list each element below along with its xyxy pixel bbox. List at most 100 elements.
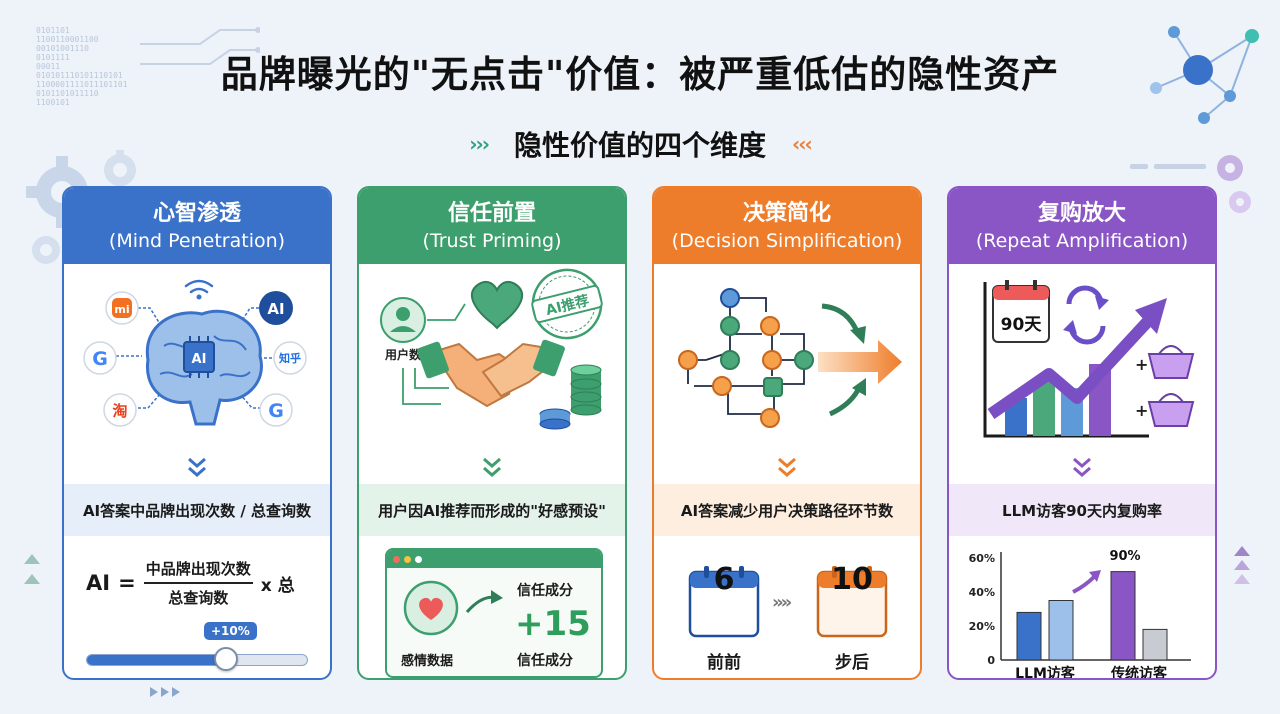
y-tick-label: 20%	[969, 620, 995, 633]
svg-text:AI: AI	[267, 300, 284, 318]
heart-icon	[471, 280, 523, 330]
svg-text:G: G	[92, 348, 108, 370]
chevron-down-icon	[654, 450, 920, 484]
ai-chip-label: AI	[192, 352, 207, 367]
google-logo: G	[83, 341, 117, 375]
formula-lhs: AI	[86, 571, 111, 595]
chevrons-right-icon: ›››	[469, 132, 490, 156]
repurchase-chart: 60% 40% 20% 0 LLM访客 传统访客 90%	[949, 536, 1215, 680]
refresh-icon	[1066, 285, 1106, 345]
card-decision-simplification: 决策简化 (Decision Simplification)	[652, 186, 922, 680]
y-tick-label: 60%	[969, 552, 995, 565]
chart-annotation: 90%	[1109, 549, 1140, 564]
x-category-label: 传统访客	[1110, 665, 1168, 680]
bar	[1142, 628, 1168, 661]
trust-panel: 感情数据 信任成分 +15 信任成分	[359, 536, 625, 678]
ai-badge: AI	[259, 291, 293, 325]
google-logo: G	[259, 393, 293, 427]
zhihu-logo: 知乎	[273, 341, 307, 375]
bar	[1048, 600, 1074, 661]
before-label: 前前	[707, 653, 741, 673]
brain-chip-icon: AI mi G 淘 AI	[83, 279, 307, 427]
svg-text:+: +	[1135, 355, 1148, 374]
card-title-zh: 复购放大	[1037, 201, 1126, 226]
y-tick-label: 40%	[969, 586, 995, 599]
formula-equals: =	[118, 571, 136, 595]
svg-text:淘: 淘	[111, 402, 127, 420]
calendar-icon	[816, 566, 888, 638]
metric-definition: LLM访客90天内复购率	[949, 484, 1215, 536]
bar	[1110, 571, 1136, 661]
play-arrows-decoration	[150, 687, 180, 697]
svg-text:+: +	[1135, 401, 1148, 420]
metric-definition: AI答案中品牌出现次数 / 总查询数	[64, 484, 330, 536]
card-title-en: (Mind Penetration)	[108, 230, 286, 252]
metric-definition: AI答案减少用户决策路径环节数	[654, 484, 920, 536]
forward-arrow-icon	[818, 340, 902, 384]
circuit-lines-decoration	[140, 27, 260, 65]
trend-arrow-icon	[1072, 574, 1097, 594]
window-dot-icon	[404, 555, 411, 563]
section-subtitle: 隐性价值的四个维度	[513, 129, 766, 162]
steps-panel: 6 前前 »» 10 步后	[654, 536, 920, 678]
slider-track[interactable]	[86, 654, 308, 666]
heart-icon	[403, 580, 503, 636]
chevrons-right-icon: »»	[772, 592, 792, 613]
card-mind-penetration: 心智渗透 (Mind Penetration) AI mi	[62, 186, 332, 680]
trust-label: 信任成分	[517, 653, 573, 669]
user-icon: 用户数	[380, 297, 426, 362]
card-header: 决策简化 (Decision Simplification)	[654, 188, 920, 264]
card-repeat-amplification: 复购放大 (Repeat Amplification) 90天 +	[947, 186, 1217, 680]
chevron-down-icon	[359, 450, 625, 484]
growth-arrow-icon	[987, 315, 1154, 419]
curved-arrow-icon	[828, 384, 863, 417]
formula-panel: AI = 中品牌出现次数 总查询数 x 总 +10%	[64, 536, 330, 678]
slider-badge: +10%	[204, 622, 257, 640]
handshake-illustration: 用户数 AI推荐	[359, 264, 625, 450]
gear-icon	[1217, 155, 1251, 213]
emotion-data-label: 感情数据	[401, 654, 454, 669]
svg-text:知乎: 知乎	[278, 351, 301, 365]
metric-definition: 用户因AI推荐而形成的"好感预设"	[359, 484, 625, 536]
trust-label: 信任成分	[517, 583, 573, 599]
card-title-zh: 心智渗透	[152, 201, 241, 226]
formula-suffix: x 总	[260, 575, 295, 596]
card-title-zh: 决策简化	[742, 201, 831, 226]
chevrons-left-icon: ‹‹‹	[792, 132, 813, 156]
card-header: 复购放大 (Repeat Amplification)	[949, 188, 1215, 264]
window-titlebar	[387, 550, 601, 568]
card-trust-priming: 信任前置 (Trust Priming) 用户数 AI推荐	[357, 186, 627, 680]
x-category-label: LLM访客	[1015, 665, 1076, 680]
network-icon	[1150, 26, 1259, 124]
formula-fraction: 中品牌出现次数 总查询数	[143, 558, 253, 608]
slider-handle[interactable]	[213, 647, 238, 671]
page-title: 品牌曝光的"无点击"价值：被严重低估的隐性资产	[220, 53, 1060, 96]
coins-icon	[539, 364, 602, 430]
trust-value: +15	[515, 604, 591, 644]
chevron-down-icon	[949, 450, 1215, 484]
xiaomi-logo: mi	[105, 291, 139, 325]
flowchart-illustration	[654, 264, 920, 450]
after-steps-value: 10	[831, 562, 873, 597]
stamp-icon: AI推荐	[531, 268, 603, 340]
subtitle-row: ››› 隐性价值的四个维度 ‹‹‹	[0, 126, 1280, 162]
flow-arrows-icon	[402, 303, 466, 405]
growth-illustration: 90天 + +	[949, 264, 1215, 450]
after-label: 步后	[835, 653, 869, 673]
taobao-logo: 淘	[103, 393, 137, 427]
window-dot-icon	[393, 555, 400, 563]
dashes-decoration	[1130, 164, 1206, 169]
flowchart-icon	[678, 288, 902, 428]
calendar-label: 90天	[1001, 315, 1043, 335]
bar-chart: 60% 40% 20% 0 LLM访客 传统访客 90%	[969, 549, 1191, 680]
window-dot-icon	[415, 555, 422, 563]
card-title-zh: 信任前置	[447, 201, 536, 226]
card-title-en: (Decision Simplification)	[671, 230, 903, 252]
svg-text:G: G	[268, 400, 284, 422]
formula: AI = 中品牌出现次数 总查询数 x 总	[86, 558, 295, 608]
y-tick-label: 0	[987, 654, 995, 667]
binary-decoration: 0101101 1100110001100 00101001110 010111…	[36, 26, 128, 107]
brain-illustration: AI mi G 淘 AI	[64, 264, 330, 450]
chevron-down-icon	[64, 450, 330, 484]
svg-text:mi: mi	[114, 303, 129, 316]
